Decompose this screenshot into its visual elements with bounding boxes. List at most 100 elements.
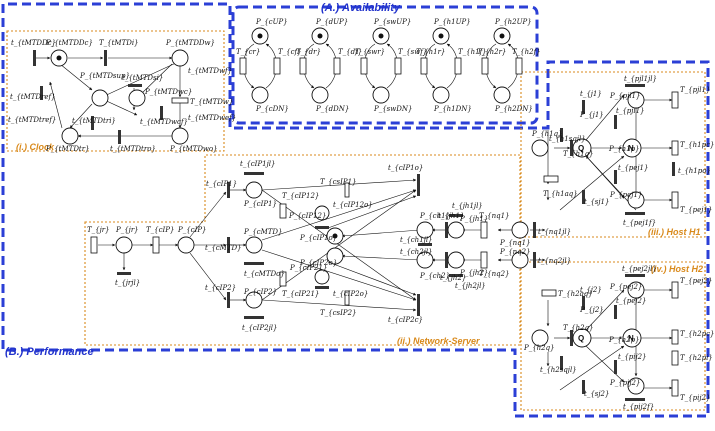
avail-tr-label: T_{df} — [338, 48, 362, 56]
host-h2-label: P_{pej2} — [609, 283, 642, 291]
network-label: t_{cIP2} — [205, 284, 236, 292]
network-server-boundary — [84, 154, 521, 346]
avail-up-label: P_{dUP} — [315, 18, 348, 26]
network-label: T_{cIP} — [146, 226, 174, 234]
host-h1-label: t_{h1sqjl} — [549, 135, 586, 143]
network-label: P_{cIP12} — [288, 212, 326, 220]
host-h1-label: t_{h1po} — [678, 167, 711, 175]
avail-dn-label: P_{cDN} — [255, 105, 289, 113]
network-label: t_{jh2jl} — [455, 282, 486, 290]
host-h1-label: t_{pjl1} — [616, 107, 645, 115]
host-h2-net: Q N T_{h2aq} P_{h2q} t_{h2sqjl} T_{h2q} … — [523, 265, 714, 411]
host-h2-queue-label: Q — [578, 334, 584, 343]
avail-dn-label: P_{h2DN} — [494, 105, 533, 113]
network-label: P_{cIP2} — [243, 288, 277, 296]
clock-label: T_{tMTDw} — [190, 98, 233, 106]
clock-label: t_{tMTDwf} — [188, 67, 232, 75]
availability-net: P_{cUP} P_{cDN} T_{cr} T_{cf} P_{dUP} P_… — [236, 18, 541, 113]
network-label: t_{nq1jl} — [538, 228, 571, 236]
host-h2-label: T_{h2pc} — [680, 330, 714, 338]
availability-boundary — [231, 5, 539, 125]
avail-up-label: P_{h2UP} — [494, 18, 532, 26]
network-label: t_{cIP1jl} — [240, 160, 275, 168]
host-h1-label: t_{pej1} — [618, 164, 648, 172]
availability-block-sw: P_{swUP} P_{swDN} T_{swr} T_{swf} — [355, 18, 427, 113]
host-h2-label: T_{h2aq} — [558, 290, 593, 298]
clock-label: t_{tMTDtri} — [72, 117, 116, 125]
clock-label: t_{tMTDtref} — [8, 116, 56, 124]
clock-label: t_{tMTDtro} — [110, 145, 156, 153]
host-h1-queue-label: Q — [578, 144, 584, 153]
network-label: P_{jr} — [115, 226, 139, 234]
clock-label: t_{tMTDsi} — [122, 74, 163, 82]
availability-block-h2: P_{h2UP} P_{h2DN} T_{h2r} T_{h2f} — [477, 18, 541, 113]
host-h2-label: T_{pej2} — [680, 277, 712, 285]
avail-tr-label: T_{cf} — [278, 48, 302, 56]
performance-boundary — [1, 2, 710, 418]
avail-dn-label: P_{swDN} — [373, 105, 412, 113]
network-label: P_{cIP1} — [243, 200, 277, 208]
host-h2-label: t_{pij2f} — [623, 403, 654, 411]
avail-tr-label: T_{h1f} — [458, 48, 487, 56]
host-h2-label: T_{pij2} — [680, 394, 710, 402]
network-label: t_{cIP2o} — [333, 290, 368, 298]
avail-up-label: P_{h1UP} — [433, 18, 471, 26]
clock-label: P_{tMTDtr} — [45, 145, 90, 153]
host-h2-n-label: N — [628, 334, 634, 343]
network-label: T_{cIP21} — [282, 290, 319, 298]
network-server-title: (ii.) Network-Server — [397, 336, 480, 346]
network-label: t_{cIP12o} — [333, 201, 373, 209]
availability-block-d: P_{dUP} P_{dDN} T_{dr} T_{df} — [296, 18, 362, 113]
host-h1-title: (iii.) Host H1 — [648, 227, 701, 237]
network-label: P_{ch2} — [419, 272, 450, 280]
clock-label: T_{tMTDi} — [99, 39, 139, 47]
host-h1-label: P_{pej1} — [609, 191, 642, 199]
host-h2-label: t_{j2} — [580, 286, 602, 294]
clock-label: t_{tMTDDc} — [11, 39, 56, 47]
clock-label: P_{tMTDsup} — [79, 72, 130, 80]
host-h1-net: Q N P_{h1q} t_{h1sqjl} T_{h1q} T_{h1aq} … — [531, 75, 714, 227]
clock-label: t_{tMTDwcf} — [140, 118, 188, 126]
host-h1-label: t_{pej1f} — [623, 219, 656, 227]
network-label: T_{jr} — [87, 226, 110, 234]
avail-tl-label: T_{cr} — [236, 48, 260, 56]
host-h1-boundary — [520, 71, 706, 238]
host-h2-label: t_{h2sqjl} — [540, 366, 577, 374]
host-h1-label: P_{j1} — [579, 111, 604, 119]
network-label: T_{nq2} — [479, 270, 510, 278]
host-h2-title: (iv.) Host H2 — [651, 264, 703, 274]
network-label: t_{ch1jl} — [400, 236, 433, 244]
avail-up-label: P_{cUP} — [255, 18, 288, 26]
network-label: t_{jh2} — [440, 274, 466, 282]
host-h2-label: T_{h2pi} — [680, 354, 713, 362]
host-h1-label: T_{h1aq} — [543, 190, 578, 198]
host-h2-label: P_{h2q} — [523, 344, 555, 352]
host-h2-label: t_{pej2jl} — [622, 265, 657, 273]
host-h1-label: P_{h1q} — [531, 130, 563, 138]
network-label: t_{nq2jl} — [538, 257, 571, 265]
host-h2-label: P_{j2} — [579, 306, 604, 314]
performance-title: (B.) Performance — [5, 346, 94, 358]
avail-tl-label: T_{h2r} — [477, 48, 506, 56]
network-label: P_{cIP21} — [289, 264, 327, 272]
clock-label: P_{tMTDwc} — [144, 88, 192, 96]
network-label: t_{jh1} — [438, 212, 464, 220]
avail-dn-label: P_{dDN} — [315, 105, 349, 113]
host-h1-label: t_{j1} — [580, 90, 602, 98]
host-h2-label: t_{pij2} — [618, 353, 647, 361]
avail-tr-label: T_{h2f} — [512, 48, 541, 56]
network-label: t_{jrjl} — [115, 279, 140, 287]
network-label: P_{ch1} — [419, 212, 450, 220]
avail-up-label: P_{swUP} — [373, 18, 411, 26]
clock-label: t_{tMTDref} — [10, 93, 56, 101]
network-label: T_{csIP1} — [320, 178, 357, 186]
avail-tr-label: T_{swf} — [398, 48, 427, 56]
host-h1-label: P_{pjl1} — [609, 92, 640, 100]
host-h1-label: T_{h1q} — [563, 150, 594, 158]
host-h2-label: t_{sj2} — [584, 390, 609, 398]
network-label: t_{cIP1o} — [388, 164, 423, 172]
clock-boundary — [6, 30, 225, 152]
host-h1-label: t_{pjl1jl} — [624, 75, 657, 83]
clock-label: t_{tMTDwef} — [188, 114, 236, 122]
